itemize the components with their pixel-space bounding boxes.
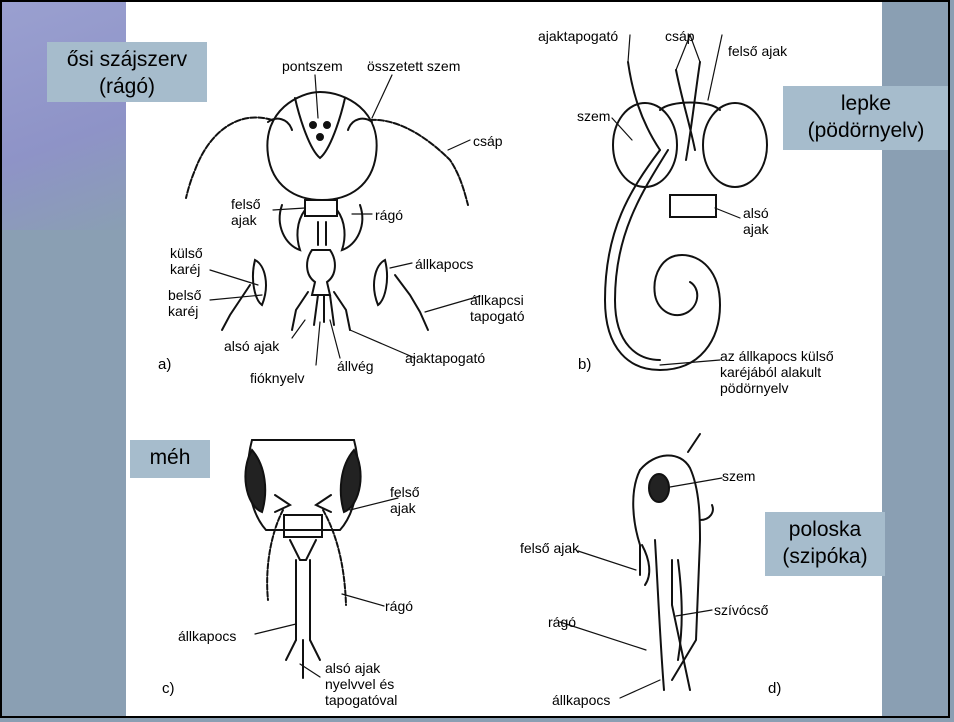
label-a-allveg: állvég: [337, 358, 374, 374]
panel-c-letter: c): [162, 680, 175, 697]
label-a-rago: rágó: [375, 207, 403, 223]
panel-c-drawing: [245, 440, 360, 678]
label-c-felso-ajak: felső ajak: [390, 484, 420, 516]
panel-d-letter: d): [768, 680, 781, 697]
label-b-podornyelv: az állkapocs külső karéjából alakult pöd…: [720, 348, 834, 396]
tag-bug: poloska (szipóka): [765, 512, 885, 576]
tag-butterfly: lepke (pödörnyelv): [783, 86, 949, 150]
label-a-also-ajak: alsó ajak: [224, 338, 279, 354]
label-a-fioknyelv: fióknyelv: [250, 370, 304, 386]
label-c-allkapocs: állkapocs: [178, 628, 236, 644]
label-c-also-ajak: alsó ajak nyelvvel és tapogatóval: [325, 660, 397, 708]
label-a-ajaktapogato: ajaktapogató: [405, 350, 485, 366]
panel-d-drawing: [633, 434, 713, 690]
label-c-rago: rágó: [385, 598, 413, 614]
label-b-csap: csáp: [665, 28, 695, 44]
label-a-allkapcsi-tapogato: állkapcsi tapogató: [470, 292, 525, 324]
tag-bee: méh: [130, 440, 210, 478]
panel-b-letter: b): [578, 356, 591, 373]
label-b-szem: szem: [577, 108, 610, 124]
label-d-allkapocs: állkapocs: [552, 692, 610, 708]
label-d-szem: szem: [722, 468, 755, 484]
label-d-szivocso: szívócső: [714, 602, 768, 618]
tag-primitive-mouthparts: ősi szájszerv (rágó): [47, 42, 207, 102]
panel-a-drawing: [186, 92, 468, 330]
label-a-allkapocs: állkapocs: [415, 256, 473, 272]
label-a-csap: csáp: [473, 133, 503, 149]
label-b-felso-ajak: felső ajak: [728, 43, 787, 59]
label-d-rago: rágó: [548, 614, 576, 630]
label-a-pontszem: pontszem: [282, 58, 343, 74]
label-a-osszetett-szem: összetett szem: [367, 58, 460, 74]
label-d-felso-ajak: felső ajak: [520, 540, 579, 556]
label-b-ajaktapogato: ajaktapogató: [538, 28, 618, 44]
label-a-felso-ajak: felső ajak: [231, 196, 261, 228]
panel-a-letter: a): [158, 356, 171, 373]
label-b-also-ajak: alsó ajak: [743, 205, 769, 237]
label-a-kulso-karej: külső karéj: [170, 245, 203, 277]
label-a-belso-karej: belső karéj: [168, 287, 201, 319]
